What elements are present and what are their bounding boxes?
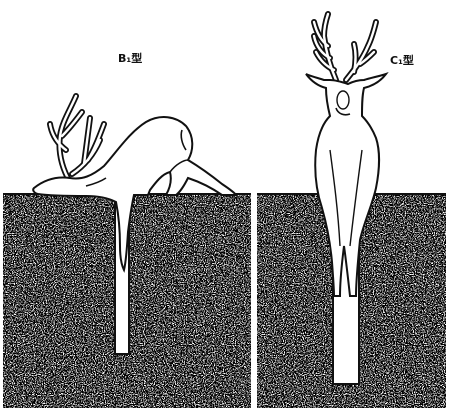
panel-b1: B₁型: [3, 51, 251, 408]
panel-label-c1: C₁型: [390, 53, 414, 67]
panel-c1: C₁型: [257, 14, 446, 408]
panel-label-b1: B₁型: [118, 51, 142, 65]
